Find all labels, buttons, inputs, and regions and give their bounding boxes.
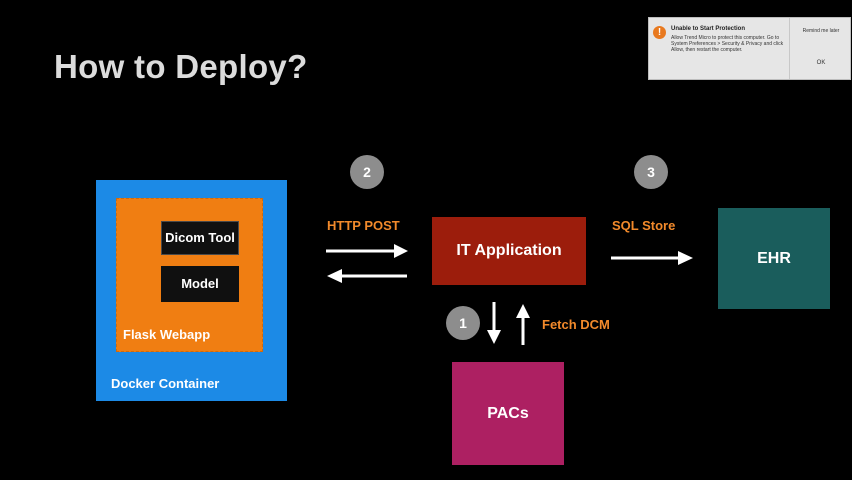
ehr-box: EHR [718,208,830,309]
pacs-box: PACs [452,362,564,465]
notification-title: Unable to Start Protection [671,26,746,32]
dicom-tool-box: Dicom Tool [161,221,239,255]
http-post-right-arrow [326,244,408,258]
fetch-up-arrow [516,304,530,345]
fetch-down-arrow [487,302,501,344]
notification-divider [789,18,790,79]
docker-container-label: Docker Container [111,376,220,391]
sql-store-arrow [611,251,693,265]
it-application-box: IT Application [432,217,586,285]
sql-store-label: SQL Store [612,218,676,233]
step-2-circle: 2 [350,155,384,189]
step-1-circle: 1 [446,306,480,340]
http-response-left-arrow [327,269,407,283]
alert-icon: ! [653,26,666,39]
slide-title: How to Deploy? [54,48,308,85]
notification-popup: ! Unable to Start Protection Allow Trend… [648,17,851,80]
ok-button[interactable]: OK [816,60,826,66]
flask-webapp-label: Flask Webapp [123,327,211,342]
fetch-dcm-label: Fetch DCM [542,317,610,332]
remind-later-button[interactable]: Remind me later [802,28,840,34]
notification-body: Allow Trend Micro to protect this comput… [671,35,784,53]
model-box: Model [161,266,239,302]
step-3-circle: 3 [634,155,668,189]
http-post-label: HTTP POST [327,218,400,233]
